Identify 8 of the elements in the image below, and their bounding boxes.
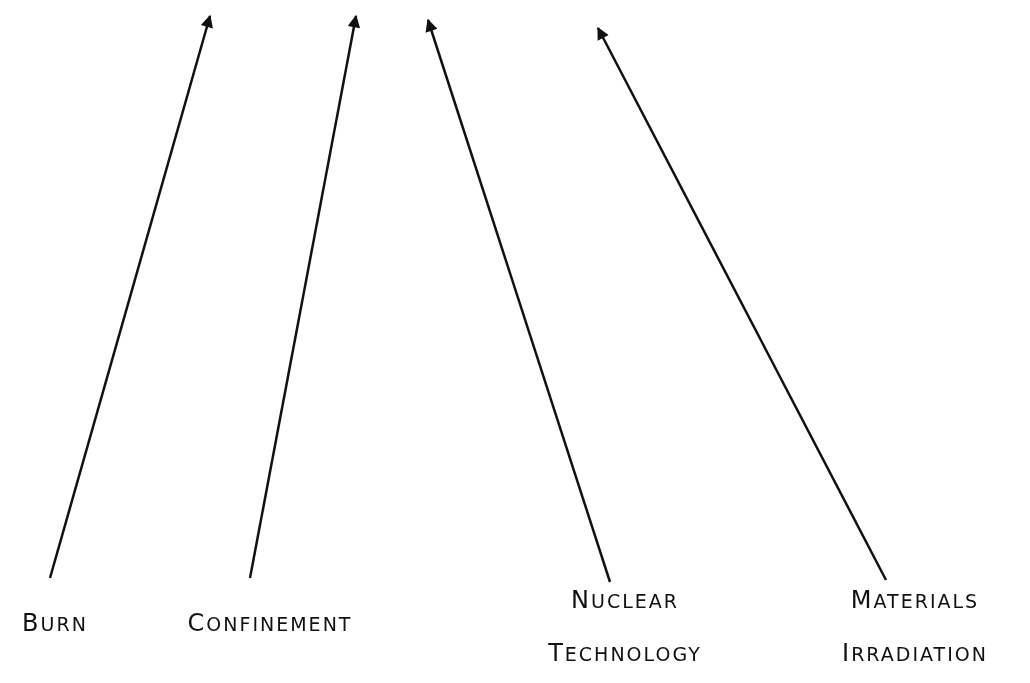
arrow [425,18,612,583]
text-label: BURN [5,597,105,650]
arrow [596,26,888,581]
text-label: CONFINEMENT [160,597,380,650]
text-label: MATERIALS IRRADIATION [800,574,1030,680]
arrow [248,14,361,579]
arrow [48,14,213,579]
text-label: NUCLEAR TECHNOLOGY [540,574,710,680]
